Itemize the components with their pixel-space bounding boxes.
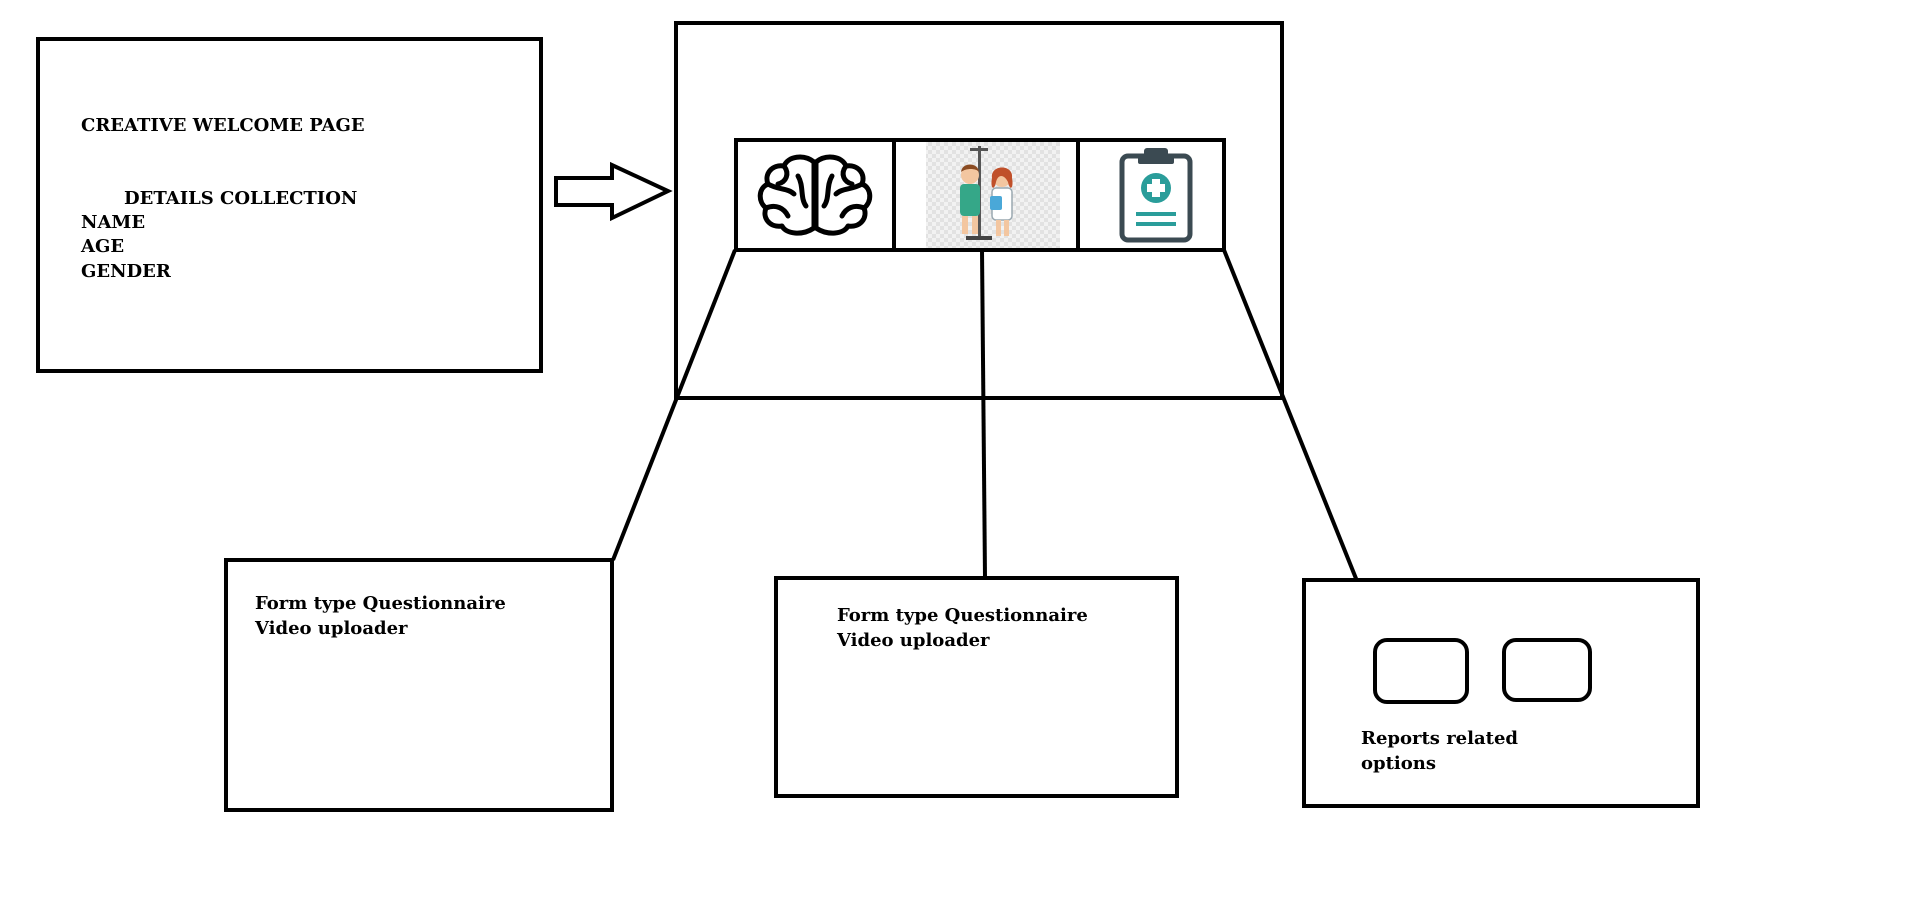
report-option-button-1[interactable] (1373, 638, 1469, 704)
main-screen-frame (674, 21, 1284, 400)
left-panel-line2: Video uploader (255, 618, 408, 639)
brain-icon (757, 154, 873, 236)
questionnaire-panel-left (224, 558, 614, 812)
menu-tile-brain[interactable] (734, 138, 896, 252)
welcome-page-box (36, 37, 543, 373)
connector-right (1222, 249, 1359, 582)
details-collection-heading: DETAILS COLLECTION (124, 188, 358, 209)
age-field-label: AGE (81, 236, 125, 257)
reports-label-line2: options (1361, 753, 1436, 774)
menu-tile-doctor[interactable] (892, 138, 1080, 252)
welcome-title: CREATIVE WELCOME PAGE (81, 115, 365, 136)
report-option-button-2[interactable] (1502, 638, 1592, 702)
questionnaire-panel-center (774, 576, 1179, 798)
right-arrow-icon (554, 161, 673, 222)
name-field-label: NAME (81, 212, 146, 233)
gender-field-label: GENDER (81, 261, 171, 282)
reports-label-line1: Reports related (1361, 728, 1518, 749)
center-panel-line2: Video uploader (837, 630, 990, 651)
reports-panel (1302, 578, 1700, 808)
left-panel-line1: Form type Questionnaire (255, 593, 506, 614)
connector-left (611, 249, 737, 561)
menu-tile-report[interactable] (1076, 138, 1226, 252)
doctor-patient-icon (926, 142, 1060, 248)
center-panel-line1: Form type Questionnaire (837, 605, 1088, 626)
medical-clipboard-icon (1119, 148, 1193, 243)
connector-center (980, 249, 987, 579)
